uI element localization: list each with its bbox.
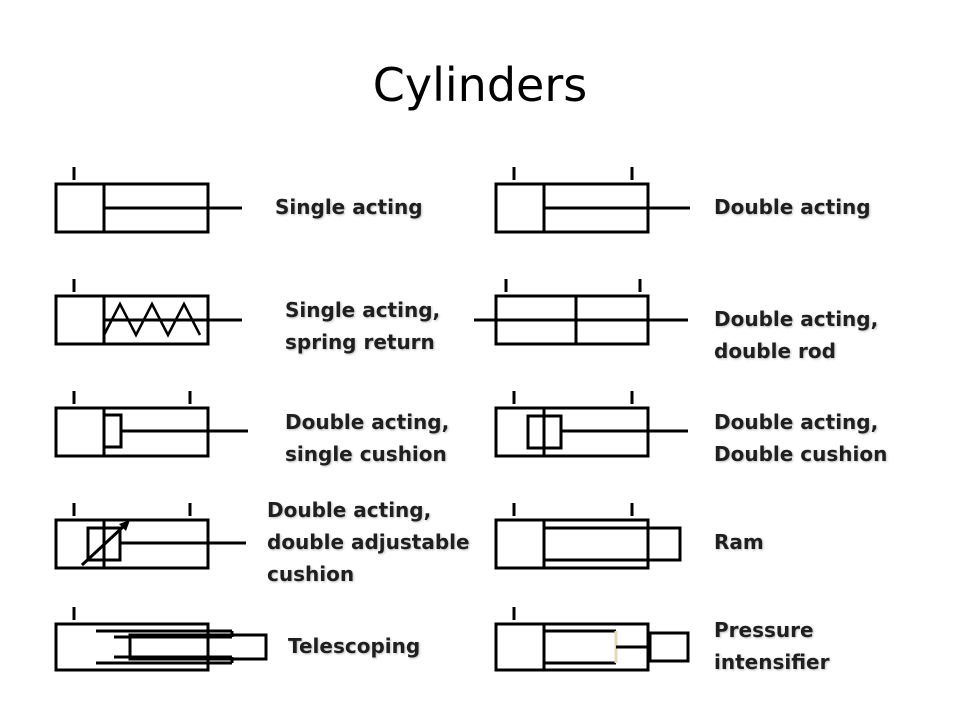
double-acting-double-rod-symbol — [474, 279, 688, 346]
label-line: Double acting, — [714, 307, 879, 331]
single-acting-spring-return-symbol — [54, 279, 242, 346]
label-line: Double acting, — [285, 410, 450, 434]
double-acting-double-cushion-symbol — [494, 391, 688, 458]
ram-symbol — [494, 503, 682, 570]
label-line: intensifier — [714, 650, 830, 674]
double-acting-symbol — [494, 167, 690, 234]
label-ram: Ram — [714, 526, 764, 558]
label-single-acting: Single acting — [275, 191, 423, 223]
slide-title: Cylinders — [372, 58, 588, 112]
double-acting-single-cushion-symbol — [54, 391, 248, 458]
label-line: cushion — [267, 562, 355, 586]
label-telescoping: Telescoping — [288, 630, 420, 662]
label-line: Double cushion — [714, 442, 888, 466]
label-pressure-intensifier: Pressure intensifier — [714, 614, 829, 678]
label-line: single cushion — [285, 442, 447, 466]
label-line: Double acting — [714, 195, 871, 219]
label-line: Single acting, — [285, 298, 441, 322]
pressure-intensifier-symbol — [494, 607, 690, 672]
label-double-acting: Double acting — [714, 191, 871, 223]
label-line: Telescoping — [288, 634, 421, 658]
single-acting-symbol — [54, 167, 242, 234]
label-line: spring return — [285, 330, 435, 354]
label-single-acting-spring-return: Single acting, spring return — [285, 294, 440, 358]
label-line: double adjustable — [267, 530, 470, 554]
double-acting-adjustable-cushion-symbol — [54, 503, 246, 570]
telescoping-symbol — [54, 607, 268, 672]
label-line: Double acting, — [714, 410, 879, 434]
label-double-acting-double-rod: Double acting, double rod — [714, 303, 878, 367]
label-line: Single acting — [275, 195, 423, 219]
label-double-acting-adjustable-cushion: Double acting, double adjustable cushion — [267, 494, 470, 590]
label-double-acting-single-cushion: Double acting, single cushion — [285, 406, 449, 470]
label-line: double rod — [714, 339, 836, 363]
label-line: Double acting, — [267, 498, 432, 522]
label-double-acting-double-cushion: Double acting, Double cushion — [714, 406, 887, 470]
label-line: Pressure — [714, 618, 814, 642]
label-line: Ram — [714, 530, 764, 554]
